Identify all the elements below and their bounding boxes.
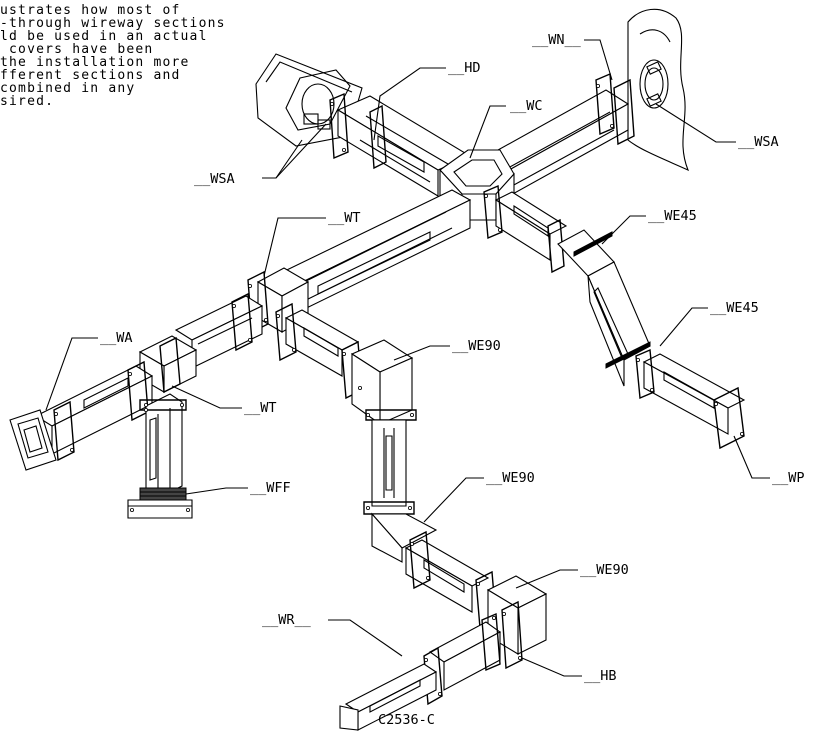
note-line: sired. <box>0 94 55 109</box>
label-wp: __WP <box>772 470 805 486</box>
top-right-straight-section <box>478 72 635 201</box>
right-elbow-45-run <box>483 184 746 450</box>
flange-bolts <box>54 84 745 697</box>
label-we90-mid: __WE90 <box>452 338 501 354</box>
drawing-number: C2536-C <box>378 712 435 728</box>
note-line: combined in any <box>0 81 136 96</box>
label-we45-top: __WE45 <box>648 208 697 224</box>
note-line: covers have been <box>0 42 154 57</box>
label-we45-bottom: __WE45 <box>710 300 759 316</box>
label-we90-lower: __WE90 <box>486 470 535 486</box>
wall-panel-right <box>627 8 690 172</box>
label-wsa-right: __WSA <box>738 134 779 150</box>
leader-lines <box>45 39 770 677</box>
label-hd: __HD <box>448 60 481 76</box>
note-line: -through wireway sections <box>0 16 226 31</box>
middle-straight-run <box>275 302 363 400</box>
label-we90-bottom: __WE90 <box>580 562 629 578</box>
note-line: ld be used in an actual <box>0 29 208 44</box>
left-vertical-drop <box>127 393 193 519</box>
label-wc: __WC <box>510 98 543 114</box>
reducer-bottom-run <box>339 612 502 731</box>
label-wa: __WA <box>100 330 133 346</box>
note-line: ustrates how most of <box>0 3 181 18</box>
note-line: the installation more <box>0 55 190 70</box>
label-wr: __WR__ <box>262 612 312 628</box>
note-line: fferent sections and <box>0 68 181 83</box>
left-straight-run <box>9 292 264 471</box>
top-left-straight-section <box>329 92 472 197</box>
elbow-90-lower-run <box>370 512 497 630</box>
label-wn: __WN__ <box>532 32 582 48</box>
elbow-90-middle <box>350 339 417 515</box>
label-hb: __HB <box>584 668 617 684</box>
label-wsa-left: __WSA <box>194 171 235 187</box>
label-wt-top: __WT <box>328 210 361 226</box>
callout-labels: __WN__ __HD __WC __WSA __WSA __WT __WE45… <box>100 32 805 728</box>
label-wt-bottom: __WT <box>244 400 277 416</box>
label-wff: __WFF <box>250 480 291 496</box>
